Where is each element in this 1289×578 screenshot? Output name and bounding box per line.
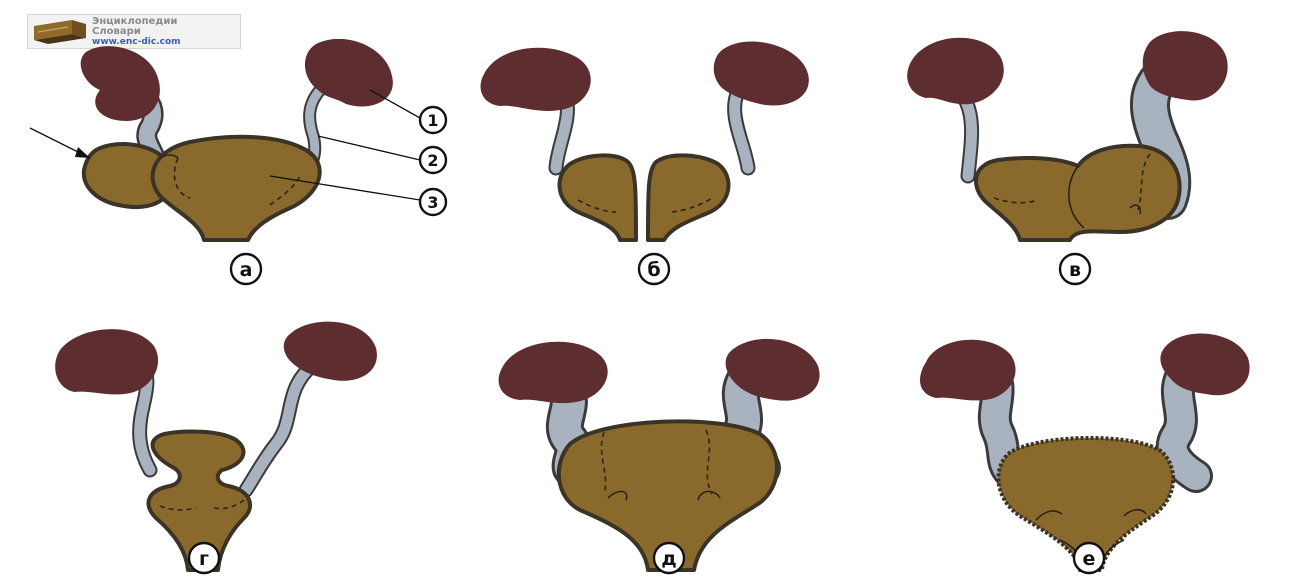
panel-label-f: е	[1074, 543, 1104, 573]
panel-b	[481, 42, 809, 240]
kidney-right	[1143, 31, 1228, 100]
panel-a	[30, 39, 393, 240]
svg-text:3: 3	[427, 193, 438, 212]
svg-text:д: д	[661, 548, 676, 570]
kidney-left	[81, 46, 160, 121]
panel-c	[907, 31, 1227, 240]
svg-text:а: а	[240, 259, 253, 281]
arrow-pointer	[30, 128, 90, 158]
kidney-left	[481, 48, 591, 111]
svg-text:1: 1	[427, 111, 438, 130]
svg-text:2: 2	[427, 151, 438, 170]
svg-text:г: г	[199, 548, 209, 570]
bladder-b-left	[560, 155, 636, 240]
panel-label-d: г	[189, 543, 219, 573]
panel-label-a: а	[231, 254, 261, 284]
kidney-left	[920, 340, 1016, 401]
svg-text:в: в	[1069, 259, 1081, 281]
svg-text:е: е	[1083, 548, 1096, 570]
callout-2: 2	[318, 136, 446, 173]
panel-d	[55, 322, 377, 570]
bladder-c	[976, 146, 1180, 240]
panel-f	[920, 334, 1250, 571]
bladder-b-right	[648, 155, 728, 240]
svg-text:б: б	[647, 259, 660, 281]
panel-e	[499, 339, 820, 570]
panel-label-e: д	[654, 543, 684, 573]
panel-label-b: б	[639, 254, 669, 284]
kidney-left	[55, 329, 158, 394]
panel-label-c: в	[1060, 254, 1090, 284]
kidney-left	[499, 342, 608, 403]
kidney-right	[714, 42, 809, 106]
kidney-left	[907, 38, 1004, 105]
callout-1: 1	[370, 90, 446, 133]
